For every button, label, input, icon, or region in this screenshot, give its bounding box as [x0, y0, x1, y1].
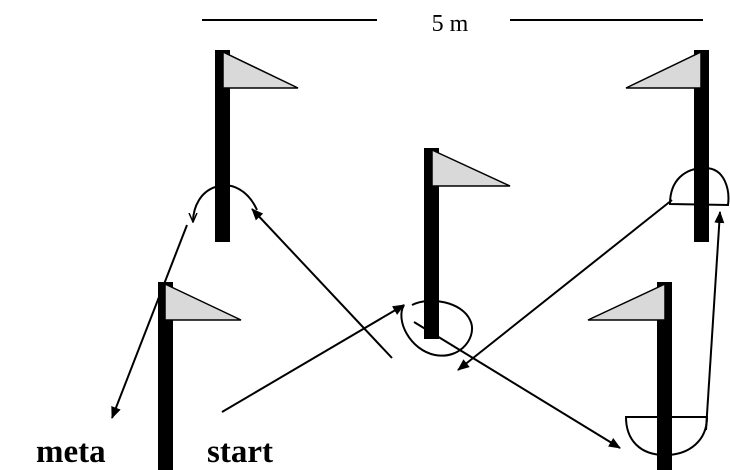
scale-label: 5 m — [432, 11, 469, 37]
path-loop — [193, 184, 258, 222]
path-segment — [221, 304, 405, 413]
pole — [158, 282, 173, 470]
path-loop — [400, 299, 473, 357]
flag-top-right — [625, 50, 709, 242]
pole — [424, 148, 439, 339]
start-label: start — [207, 434, 273, 470]
course-path — [111, 166, 730, 457]
flag-icon — [625, 50, 702, 89]
flag-bottom-left — [158, 282, 242, 470]
flag-icon — [222, 50, 299, 89]
flag-top-left — [215, 50, 299, 242]
pole — [215, 50, 230, 242]
path-segment — [413, 321, 621, 449]
scale-bar: 5 m — [202, 11, 703, 37]
path-segment — [457, 199, 673, 371]
path-segment — [251, 208, 393, 359]
pole — [657, 282, 672, 470]
path-segment — [111, 224, 188, 419]
flag-icon — [431, 148, 511, 187]
pole — [694, 50, 709, 242]
flag-icon — [164, 282, 242, 321]
flag-center — [424, 148, 511, 339]
path-segment — [705, 211, 725, 431]
finish-label: meta — [36, 434, 106, 470]
path-loop — [668, 166, 730, 207]
flag-icon — [587, 282, 666, 321]
path-loop — [624, 416, 709, 457]
flag-bottom-right — [587, 282, 672, 470]
